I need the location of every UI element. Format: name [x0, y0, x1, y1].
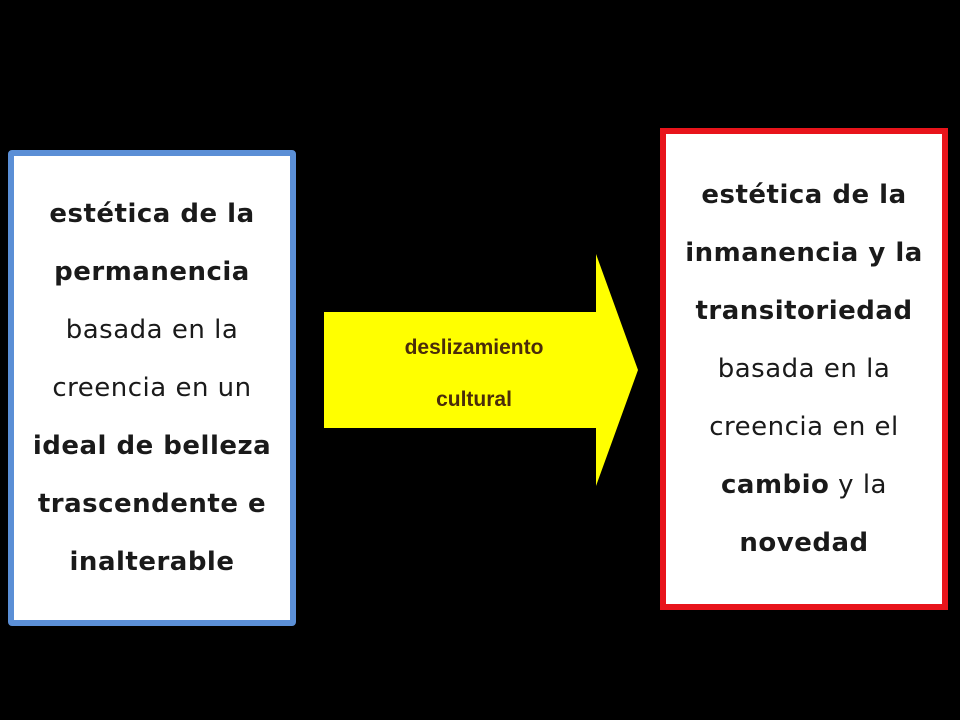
arrow-label-line-1: deslizamiento: [404, 336, 544, 359]
left-text-segment-1: estética de la permanencia: [49, 199, 255, 287]
right-text-segment-3: cambio: [720, 470, 830, 500]
left-text-segment-3: ideal de belleza trascendente e inaltera…: [32, 431, 272, 577]
right-text-segment-1: estética de la inmanencia y la transitor…: [685, 180, 923, 326]
left-concept-text: estética de la permanencia basada en la …: [14, 185, 290, 591]
arrow-label-line-2: cultural: [436, 388, 512, 411]
right-text-segment-2: basada en la creencia en el: [709, 354, 899, 442]
right-text-segment-4: y la: [829, 470, 887, 500]
right-concept-text: estética de la inmanencia y la transitor…: [673, 166, 935, 572]
left-text-segment-2: basada en la creencia en un: [52, 315, 252, 403]
arrow-shape: [324, 254, 638, 486]
transition-arrow: deslizamiento cultural: [324, 254, 640, 486]
left-concept-box: estética de la permanencia basada en la …: [8, 150, 296, 626]
arrow-polygon: [324, 254, 638, 486]
right-concept-box: estética de la inmanencia y la transitor…: [660, 128, 948, 610]
right-text-segment-5: novedad: [739, 528, 869, 558]
arrow-label: deslizamiento cultural: [324, 322, 624, 426]
